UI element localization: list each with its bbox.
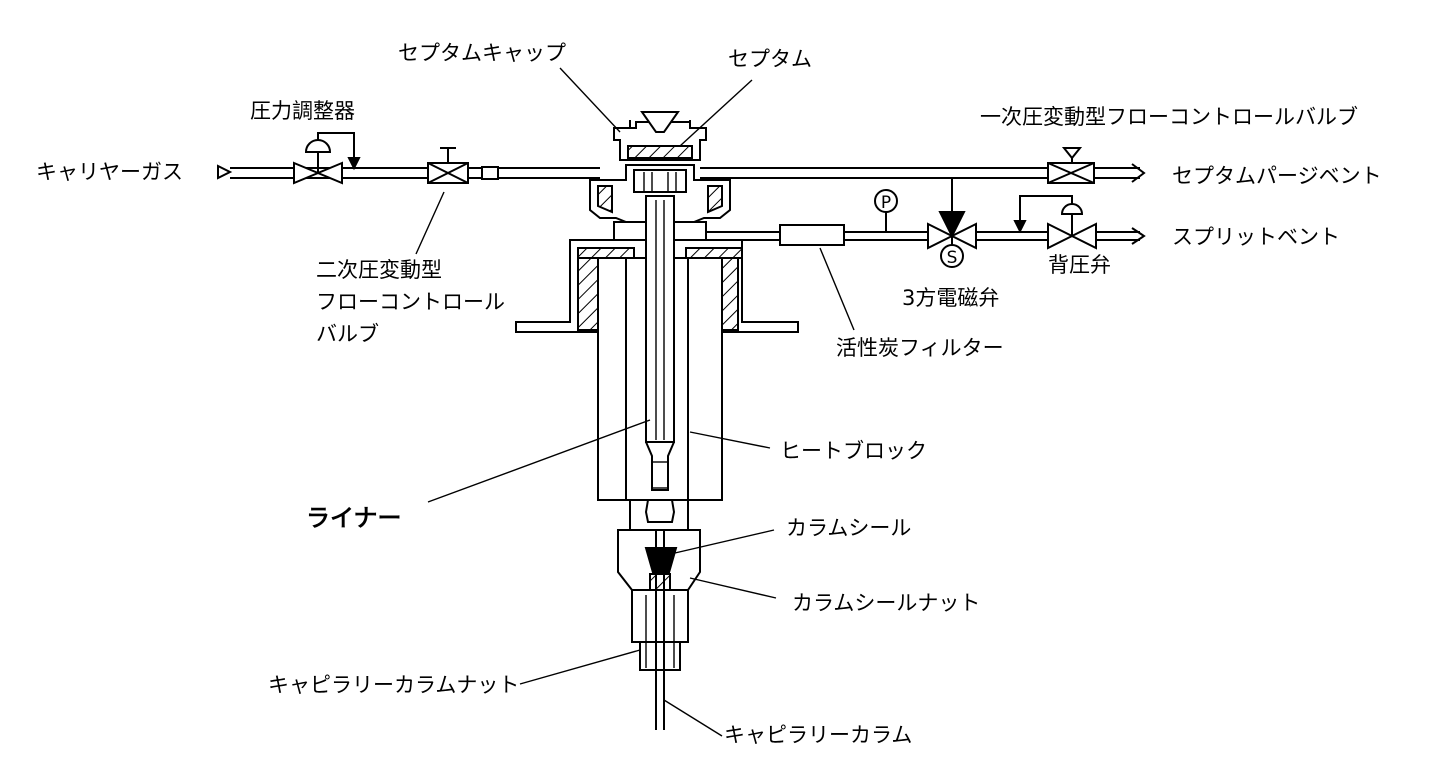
label-septum-cap: セプタムキャップ [398, 41, 566, 65]
septum-purge-line [700, 147, 1146, 184]
label-capillary-column: キャピラリーカラム [724, 723, 912, 747]
label-charcoal-filter: 活性炭フィルター [836, 336, 1004, 360]
label-back-pressure-valve: 背圧弁 [1048, 253, 1111, 277]
septum-cap-funnel [640, 111, 680, 133]
label-secondary-flow-valve-3: バルブ [316, 322, 379, 346]
pressure-gauge-icon [874, 189, 898, 213]
label-heat-block: ヒートブロック [780, 439, 927, 463]
septum-part [627, 145, 693, 159]
inlet-arrow-icon [217, 164, 233, 180]
label-column-seal: カラムシール [786, 516, 911, 540]
label-split-vent: スプリットベント [1172, 225, 1340, 249]
charcoal-filter-body [779, 224, 845, 246]
label-liner: ライナー [306, 504, 402, 532]
label-primary-flow-valve: 一次圧変動型フローコントロールバルブ [980, 105, 1358, 129]
column-seal-nut-part [631, 589, 689, 643]
split-line: P S [706, 178, 1146, 268]
secondary-flow-valve [427, 147, 499, 184]
leader-lines [415, 67, 855, 737]
labels: キャリヤーガス 圧力調整器 セプタムキャップ セプタム 一次圧変動型フローコント… [36, 41, 1382, 747]
label-column-seal-nut: カラムシールナット [792, 591, 980, 615]
injector-body [515, 111, 799, 730]
label-pressure-regulator: 圧力調整器 [250, 99, 355, 123]
pressure-regulator [293, 132, 361, 185]
solenoid-letter: S [947, 248, 958, 268]
label-septum-purge-vent: セプタムパージベント [1172, 164, 1382, 188]
label-solenoid-valve: 3方電磁弁 [902, 286, 999, 310]
pressure-gauge-letter: P [881, 193, 891, 213]
label-carrier-gas: キャリヤーガス [36, 160, 183, 184]
label-capillary-column-nut: キャピラリーカラムナット [268, 673, 519, 697]
label-secondary-flow-valve-1: 二次圧変動型 [316, 258, 442, 282]
liner-part [645, 195, 675, 443]
label-secondary-flow-valve-2: フローコントロール [316, 290, 505, 314]
carrier-gas-line [217, 164, 600, 180]
label-septum: セプタム [728, 47, 812, 71]
solenoid-icon [940, 244, 964, 268]
